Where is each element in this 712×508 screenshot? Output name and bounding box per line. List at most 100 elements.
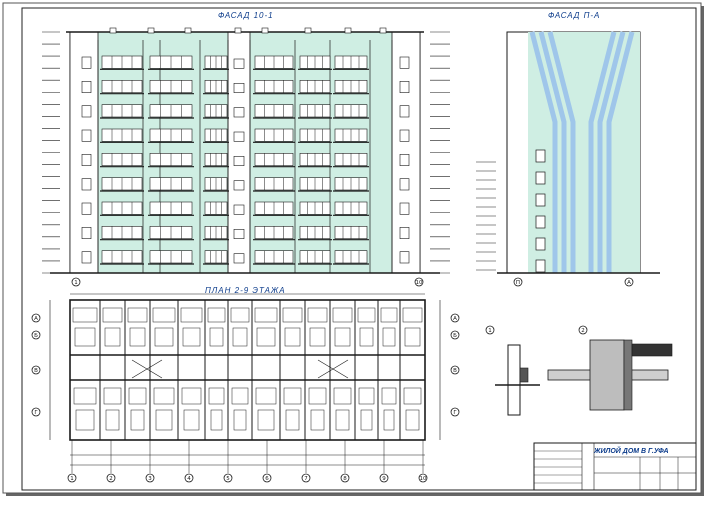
room-fixture xyxy=(255,387,277,405)
stair-window xyxy=(233,204,245,215)
room-fixture xyxy=(207,307,226,323)
axis-bubble xyxy=(450,407,460,417)
roof-vent xyxy=(261,27,269,34)
room-fixture xyxy=(360,409,373,431)
axis-bubble-label: В xyxy=(453,368,457,374)
room-fixture xyxy=(232,327,248,347)
decor-band-left xyxy=(538,31,567,273)
room-fixture xyxy=(180,307,203,323)
title-block-heading: ЖИЛОЙ ДОМ В Г.УФА xyxy=(594,448,669,455)
side-window xyxy=(535,259,546,273)
room-fixture xyxy=(73,387,97,405)
roof-vent xyxy=(344,27,352,34)
main-facade: 1 10 xyxy=(42,27,450,287)
room-fixture xyxy=(254,307,278,323)
stair-window xyxy=(233,83,245,93)
axis-bubble xyxy=(31,330,41,340)
roof-vent xyxy=(379,27,387,34)
axis-bubble-label: 1 xyxy=(74,280,78,286)
decor-band-left xyxy=(529,31,558,273)
stair-window xyxy=(233,58,245,69)
room-fixture xyxy=(380,307,398,323)
room-fixture xyxy=(72,307,98,323)
plan-title: ПЛАН 2-9 ЭТАЖА xyxy=(205,286,286,295)
room-fixture xyxy=(282,307,303,323)
axis-bubble xyxy=(184,473,194,483)
axis-bubble xyxy=(31,407,41,417)
end-window xyxy=(399,178,410,191)
room-fixture xyxy=(405,409,420,431)
axis-bubble-label: 5 xyxy=(226,476,230,482)
room-fixture xyxy=(335,409,350,431)
axis-bubble-label: 10 xyxy=(416,280,423,286)
end-window xyxy=(81,129,92,142)
room-fixture xyxy=(128,387,147,405)
axis-bubble-label: А xyxy=(627,280,631,286)
room-fixture xyxy=(102,307,123,323)
room-fixture xyxy=(154,327,174,347)
room-fixture xyxy=(357,307,376,323)
end-window xyxy=(81,251,92,264)
side-window xyxy=(535,237,546,251)
decor-band-right xyxy=(597,31,626,273)
end-window xyxy=(399,227,410,239)
axis-bubble xyxy=(624,277,634,287)
stair-mark xyxy=(317,359,349,379)
node-bubble xyxy=(578,325,588,335)
end-window xyxy=(81,227,92,239)
roof-vent xyxy=(109,27,117,34)
node2-insulation xyxy=(623,339,633,411)
stair-window xyxy=(233,156,245,166)
axis-bubble xyxy=(450,313,460,323)
axis-bubble xyxy=(450,330,460,340)
axis-bubble-label: В xyxy=(34,368,38,374)
room-fixture xyxy=(381,387,397,405)
end-window xyxy=(81,105,92,118)
node-bubble xyxy=(485,325,495,335)
end-window xyxy=(81,178,92,191)
decor-band-right xyxy=(606,31,635,273)
axis-bubble-label: Б xyxy=(34,333,38,339)
end-window xyxy=(81,202,92,215)
room-fixture xyxy=(155,409,173,431)
room-fixture xyxy=(233,409,247,431)
room-fixture xyxy=(334,327,351,347)
room-fixture xyxy=(105,409,120,431)
end-window xyxy=(399,154,410,166)
axis-bubble-label: Б xyxy=(453,333,457,339)
stair-window xyxy=(233,107,245,118)
room-fixture xyxy=(127,307,148,323)
room-fixture xyxy=(358,387,375,405)
room-fixture xyxy=(208,387,225,405)
axis-bubble-label: П xyxy=(516,280,520,286)
axis-bubble-label: 6 xyxy=(265,476,269,482)
end-window xyxy=(81,81,92,93)
axis-bubble xyxy=(450,365,460,375)
axis-bubble-label: 4 xyxy=(187,476,191,482)
node2-label-box xyxy=(631,343,673,357)
room-fixture xyxy=(284,327,301,347)
end-window xyxy=(81,154,92,166)
roof-vent xyxy=(234,27,242,34)
room-fixture xyxy=(129,327,146,347)
room-fixture xyxy=(183,409,200,431)
axis-bubble-label: 7 xyxy=(304,476,308,482)
roof-vent xyxy=(147,27,155,34)
plan-outline xyxy=(69,299,426,441)
axis-bubble-label: 2 xyxy=(109,476,113,482)
end-window xyxy=(81,56,92,69)
room-fixture xyxy=(333,387,352,405)
side-window xyxy=(535,215,546,229)
room-fixture xyxy=(230,307,250,323)
end-window xyxy=(399,202,410,215)
room-fixture xyxy=(310,409,325,431)
room-fixture xyxy=(103,387,122,405)
axis-bubble xyxy=(340,473,350,483)
node1-wall xyxy=(507,344,521,416)
facade-side-title: ФАСАД П-А xyxy=(548,11,601,20)
node-bubble-label: 2 xyxy=(581,328,585,334)
